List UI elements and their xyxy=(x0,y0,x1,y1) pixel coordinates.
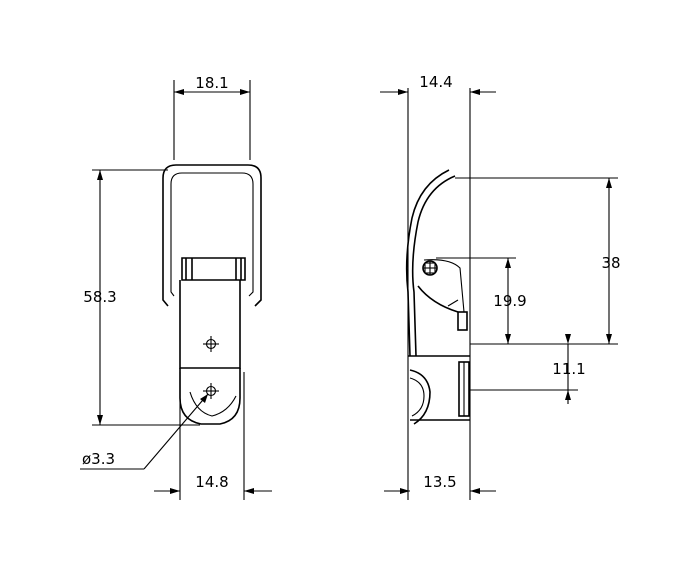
dim-height-38: 38 xyxy=(455,177,621,345)
side-view: 14.4 38 19.9 11.1 xyxy=(380,73,621,500)
curved-arm-inner xyxy=(405,169,450,357)
dim-height: 58.3 xyxy=(83,169,200,426)
hinge-tab-right xyxy=(235,258,242,280)
latch-lever-bottom-curve xyxy=(189,391,237,417)
dim-width-bottom: 14.8 xyxy=(154,372,272,500)
wire-loop-outer xyxy=(162,164,262,307)
dim-height-38-label: 38 xyxy=(601,254,620,272)
dim-depth-top: 14.4 xyxy=(380,73,496,95)
dim-depth-top-label: 14.4 xyxy=(419,73,452,91)
dim-height-19-9: 19.9 xyxy=(436,257,527,344)
dim-width-bottom-label: 14.8 xyxy=(195,473,228,491)
dim-offset-11-1-label: 11.1 xyxy=(552,360,585,378)
latch-lever-lower xyxy=(179,368,241,425)
dim-width-top-label: 18.1 xyxy=(195,74,228,92)
dim-height-label: 58.3 xyxy=(83,288,116,306)
dim-offset-11-1: 11.1 xyxy=(470,334,586,404)
front-view: 18.1 58.3 ø3.3 14.8 xyxy=(80,74,272,500)
hinge-pin xyxy=(422,260,438,276)
hinge-tab-left xyxy=(185,258,193,280)
hinge-cap xyxy=(181,257,246,281)
dim-height-19-9-label: 19.9 xyxy=(493,292,526,310)
dim-width-top: 18.1 xyxy=(173,74,251,160)
wire-loop-inner xyxy=(170,172,254,297)
lever-arm xyxy=(417,285,459,313)
dim-hole-diameter: ø3.3 xyxy=(80,393,209,470)
curved-arm-outer xyxy=(411,175,456,357)
lever-arm-inner xyxy=(423,259,465,313)
dim-depth-bottom: 13.5 xyxy=(384,473,496,494)
hole-lower xyxy=(203,383,219,399)
latch-lever xyxy=(179,280,241,369)
dim-hole-diameter-label: ø3.3 xyxy=(82,450,115,468)
hole-upper xyxy=(203,336,219,352)
lever-tip xyxy=(457,311,468,331)
dim-depth-bottom-label: 13.5 xyxy=(423,473,456,491)
lower-hook-inner xyxy=(409,377,425,417)
lower-hook-outer xyxy=(409,369,431,425)
